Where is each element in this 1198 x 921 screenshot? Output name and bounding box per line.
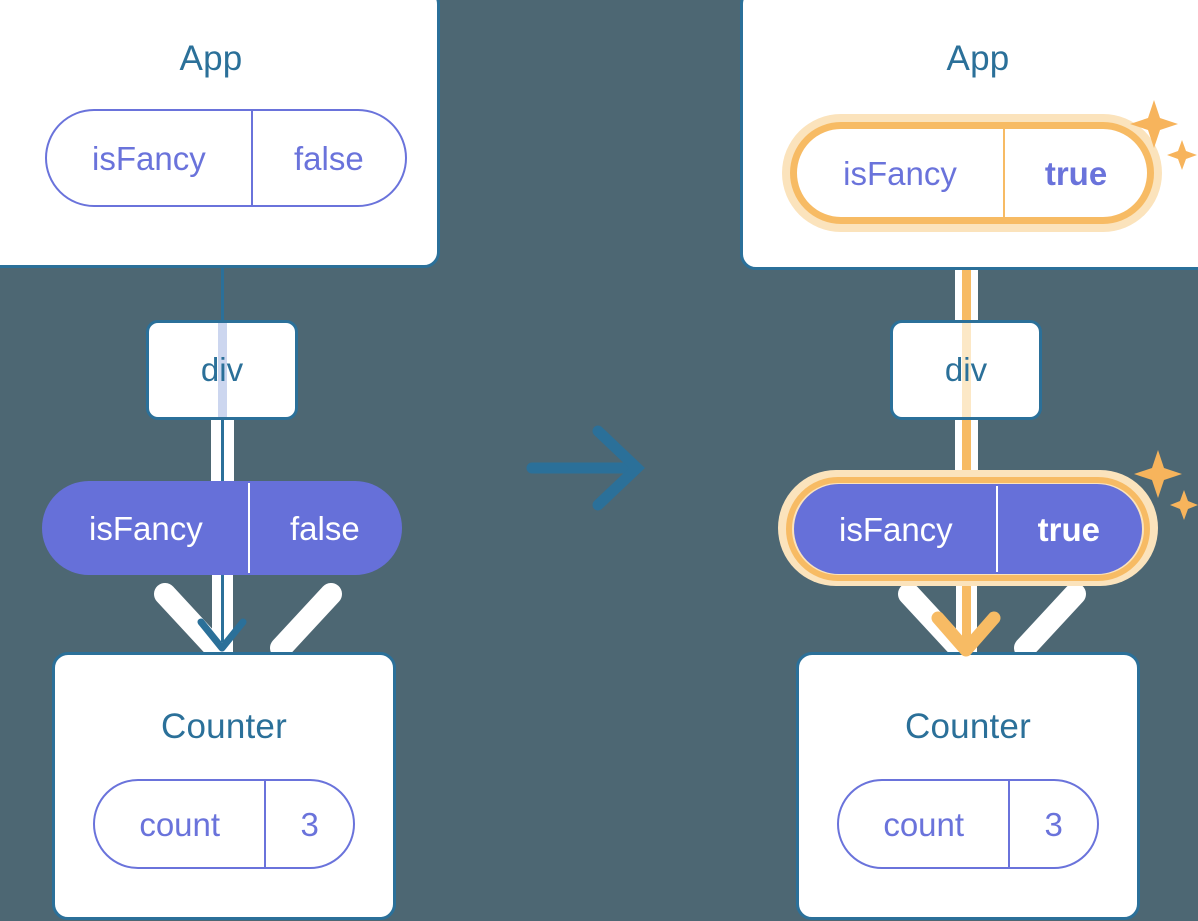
counter-component-box-left: Counter count 3 [52, 652, 396, 920]
transition-right-arrow-icon [526, 425, 645, 511]
prop-pill-left[interactable]: isFancy false [42, 481, 402, 575]
counter-state-pill-name-left: count [139, 805, 221, 843]
dom-node-div-right: div [890, 320, 1042, 420]
dom-node-div-label-left: div [200, 351, 244, 388]
counter-state-pill-value-right: 3 [1008, 781, 1097, 867]
app-state-pill-right[interactable]: isFancy true [790, 122, 1154, 224]
prop-pill-right[interactable]: isFancy true [794, 484, 1142, 574]
prop-pill-value-left: false [247, 483, 400, 573]
arrowhead-left [197, 618, 247, 652]
app-component-box-left: App isFancy false [0, 0, 440, 268]
prop-flow-line-right [961, 323, 971, 417]
counter-state-pill-value-left: 3 [264, 781, 353, 867]
sparkle-icon-prop-right [1134, 450, 1198, 520]
connector-prop-to-counter-left [221, 560, 224, 642]
counter-title-right: Counter [905, 707, 1031, 746]
app-state-pill-value-left: false [250, 111, 405, 205]
counter-state-pill-right[interactable]: count 3 [837, 779, 1099, 869]
app-state-pill-left[interactable]: isFancy false [45, 109, 407, 207]
dom-node-div-left: div [146, 320, 298, 420]
connector-prop-to-counter-right [962, 560, 971, 640]
prop-pill-value-right: true [995, 486, 1140, 572]
app-state-pill-value-right: true [1003, 129, 1147, 217]
connector-div-to-prop-right [962, 418, 971, 510]
sparkle-icon-app-right [1130, 100, 1197, 170]
counter-title-left: Counter [161, 707, 287, 746]
prop-pill-name-left: isFancy [89, 509, 203, 547]
counter-component-box-right: Counter count 3 [796, 652, 1140, 920]
connector-div-to-prop-left [221, 418, 224, 508]
prop-flow-line-left [217, 323, 227, 417]
left-white-fan [154, 583, 342, 659]
counter-state-pill-name-right: count [883, 805, 965, 843]
app-title-right: App [946, 39, 1010, 78]
connector-app-to-div-right [962, 216, 971, 328]
dom-node-div-label-right: div [944, 351, 988, 388]
arrowhead-right [931, 611, 1001, 657]
prop-pill-name-right: isFancy [838, 510, 953, 548]
app-title-left: App [179, 39, 243, 78]
counter-state-pill-left[interactable]: count 3 [93, 779, 355, 869]
connector-app-to-div-left [221, 266, 224, 322]
app-state-pill-name-left: isFancy [92, 139, 206, 177]
app-state-pill-name-right: isFancy [843, 154, 957, 192]
